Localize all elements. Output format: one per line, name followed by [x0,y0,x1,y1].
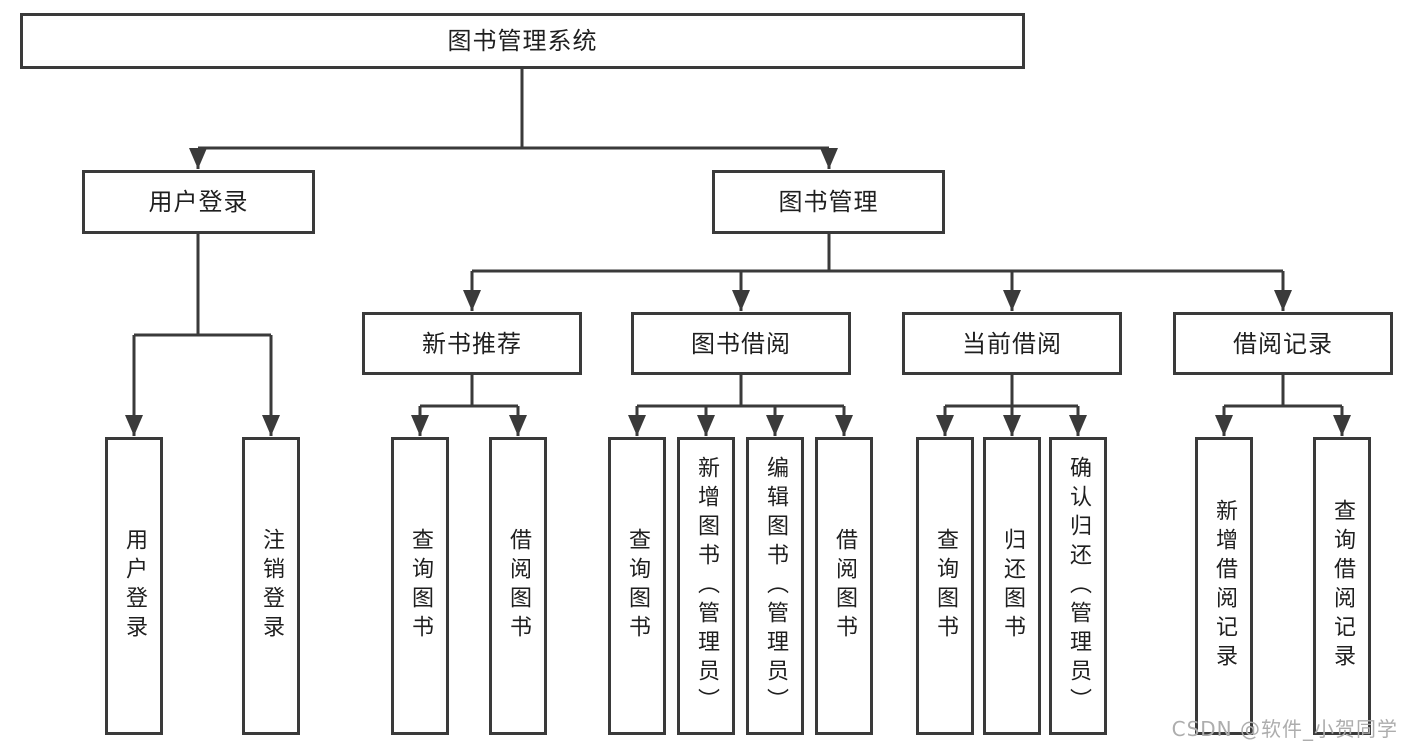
node-leaf-borrow-books-recommend: 借阅图书 [489,437,547,735]
connector-bookmgmt-to-level3 [463,234,1292,311]
connector-records-leaves [1215,375,1351,436]
node-leaf-user-login: 用户登录 [105,437,163,735]
node-leaf-logout: 注销登录 [242,437,300,735]
node-leaf-query-books-recommend: 查询图书 [391,437,449,735]
node-leaf-confirm-return-admin: 确认归还（管理员） [1049,437,1107,735]
node-new-book-recommend: 新书推荐 [362,312,582,375]
connector-borrowing-leaves [628,375,853,436]
node-root: 图书管理系统 [20,13,1025,69]
node-leaf-borrow-books-borrowing: 借阅图书 [815,437,873,735]
connector-current-leaves [936,375,1087,436]
node-leaf-query-books-borrowing: 查询图书 [608,437,666,735]
node-leaf-add-borrow-record: 新增借阅记录 [1195,437,1253,735]
node-book-management: 图书管理 [712,170,945,234]
connector-root-to-level2 [189,68,838,169]
node-current-borrowing: 当前借阅 [902,312,1122,375]
node-user-login: 用户登录 [82,170,315,234]
node-leaf-add-book-admin: 新增图书（管理员） [677,437,735,735]
node-leaf-edit-book-admin: 编辑图书（管理员） [746,437,804,735]
node-book-borrowing: 图书借阅 [631,312,851,375]
node-borrowing-records: 借阅记录 [1173,312,1393,375]
node-leaf-query-borrow-record: 查询借阅记录 [1313,437,1371,735]
connector-recommend-leaves [411,375,527,436]
node-leaf-query-books-current: 查询图书 [916,437,974,735]
node-leaf-return-book: 归还图书 [983,437,1041,735]
watermark: CSDN @软件_小贺同学 [1171,717,1398,741]
connector-userlogin-leaves [125,234,280,436]
